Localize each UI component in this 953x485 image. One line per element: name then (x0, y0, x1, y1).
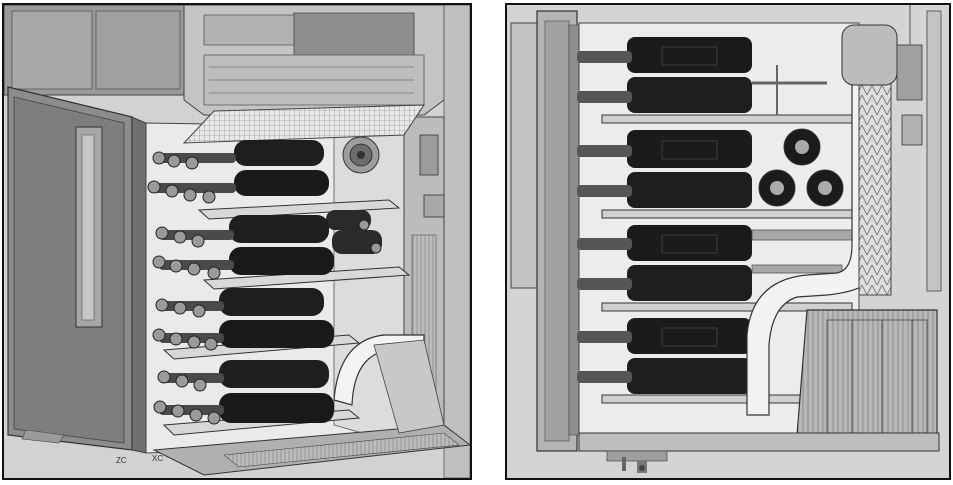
top-components (841, 5, 942, 292)
lower-bin-section (796, 309, 938, 446)
open-door (7, 86, 147, 454)
evaporator (858, 44, 892, 296)
bottles-section (577, 37, 752, 394)
bottle-row-3 (152, 288, 334, 351)
perspective-view-drawing: ZC XC (4, 5, 470, 478)
door-section (510, 10, 580, 452)
lower-drawer (152, 339, 470, 476)
section-view-drawing (507, 5, 949, 478)
axis-label-xc: XC (152, 454, 163, 463)
bottle-row-4 (153, 360, 334, 425)
wire-shelf (182, 104, 425, 144)
wine-bottles (147, 140, 382, 425)
perspective-view-panel: ZC XC (2, 3, 472, 480)
bottle-row-1 (147, 140, 371, 231)
support-rods (751, 65, 853, 274)
upper-compartment (4, 5, 470, 478)
bottle-row-2 (152, 215, 382, 280)
axis-label-zc: ZC (116, 456, 127, 465)
section-view-panel (505, 3, 951, 480)
base-section (578, 432, 940, 473)
bottle-ends (758, 128, 844, 207)
